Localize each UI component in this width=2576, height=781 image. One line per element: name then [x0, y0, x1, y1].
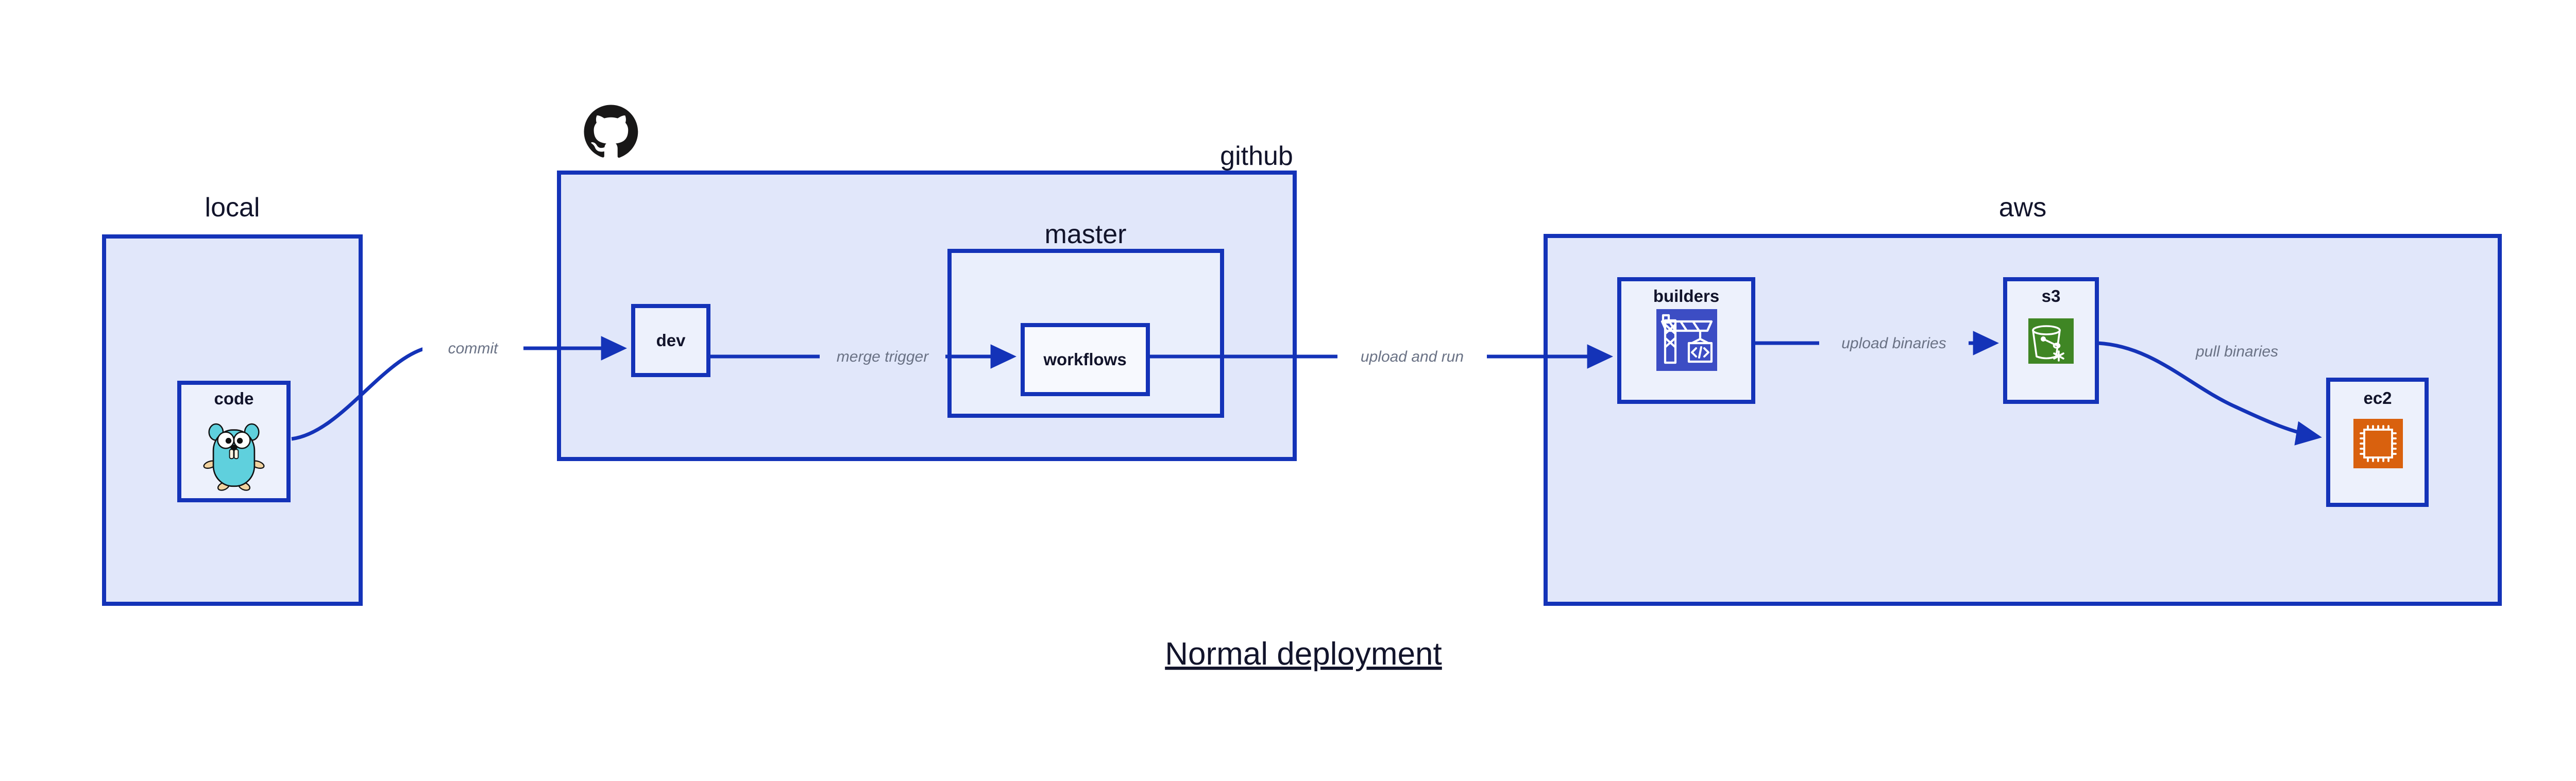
- subgroup-master-label: master: [1045, 219, 1127, 249]
- node-s3[interactable]: s3: [2003, 277, 2099, 404]
- go-gopher-icon: [203, 423, 265, 491]
- edge-pull-binaries-label: pull binaries: [2195, 343, 2278, 360]
- ec2-chip-icon: [2353, 419, 2403, 468]
- group-aws-label: aws: [1999, 193, 2046, 223]
- edge-merge-trigger: merge trigger: [709, 344, 1017, 369]
- edge-commit: commit: [291, 336, 628, 441]
- node-s3-label: s3: [2042, 286, 2061, 305]
- group-github[interactable]: github dev master workflows: [557, 105, 1297, 461]
- node-code[interactable]: code: [177, 381, 291, 502]
- group-aws[interactable]: aws builders: [1544, 193, 2502, 606]
- subgroup-master[interactable]: master workflows: [947, 219, 1224, 418]
- edge-upload-binaries: upload binaries: [1754, 331, 1999, 355]
- edge-pull-binaries: pull binaries: [2097, 341, 2322, 446]
- node-code-label: code: [214, 389, 253, 408]
- node-workflows-box: [1021, 323, 1150, 396]
- node-workflows[interactable]: workflows: [1021, 323, 1150, 396]
- crane-code-icon: [1656, 309, 1717, 371]
- node-dev[interactable]: dev: [631, 304, 710, 377]
- node-dev-box: [631, 304, 710, 377]
- node-dev-label: dev: [656, 331, 686, 350]
- node-builders-label: builders: [1653, 286, 1719, 305]
- edge-upload-and-run: upload and run: [1149, 344, 1614, 369]
- diagram-title: Normal deployment: [1165, 636, 1442, 672]
- node-builders[interactable]: builders: [1617, 277, 1755, 404]
- node-ec2[interactable]: ec2: [2326, 378, 2429, 507]
- node-ec2-label: ec2: [2363, 388, 2392, 408]
- group-local-label: local: [205, 193, 260, 223]
- group-local[interactable]: local code: [102, 193, 363, 606]
- node-workflows-label: workflows: [1043, 350, 1126, 369]
- github-logo-icon: [584, 105, 638, 158]
- edge-commit-label: commit: [448, 340, 499, 357]
- edge-upload-and-run-label: upload and run: [1361, 348, 1464, 365]
- edge-upload-binaries-label: upload binaries: [1841, 335, 1946, 352]
- group-github-label: github: [1220, 141, 1293, 171]
- s3-bucket-icon: [2028, 318, 2074, 364]
- edge-merge-trigger-label: merge trigger: [837, 348, 929, 365]
